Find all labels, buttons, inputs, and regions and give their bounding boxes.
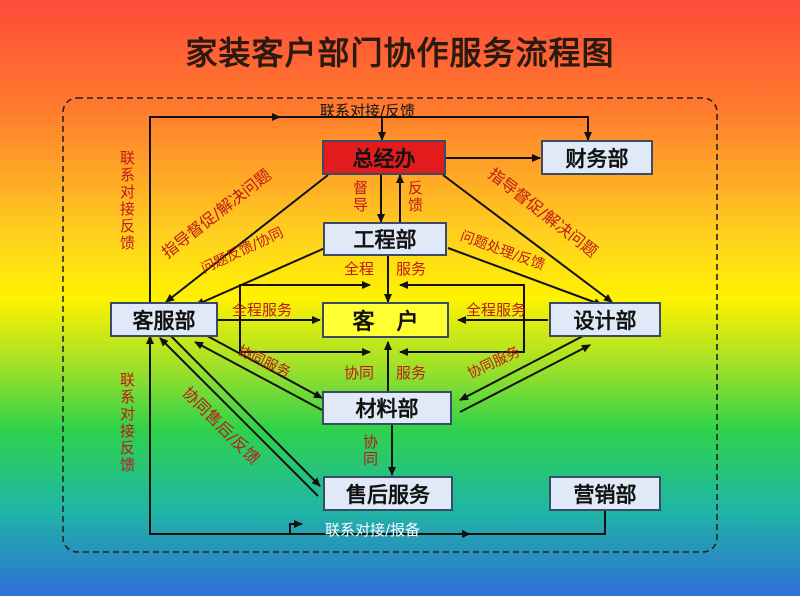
dashed-frame	[62, 97, 718, 553]
label-feedback: 反馈	[406, 180, 424, 214]
node-marketing: 营销部	[549, 476, 661, 511]
edge-service-to-materials	[199, 331, 323, 399]
edge-bottom-loop	[146, 335, 606, 535]
label-left-lower: 联系对接反馈	[118, 372, 136, 474]
edge-bottom-to-aftersales	[289, 520, 303, 534]
edge-top-line	[280, 116, 592, 141]
edge-service-customer-bottom	[239, 320, 371, 356]
edge-design-customer-bottom	[399, 320, 525, 356]
edge-engineering-to-design	[447, 247, 603, 306]
edge-service-to-top	[149, 113, 281, 305]
node-gm: 总经办	[322, 140, 446, 175]
edge-materials-to-service	[194, 341, 323, 411]
edge-service-customer-top	[239, 281, 371, 320]
edge-gm-to-design	[442, 174, 613, 303]
edge-engineering-to-service	[195, 247, 326, 306]
node-materials: 材料部	[322, 391, 452, 425]
edge-design-customer-top	[399, 281, 525, 320]
label-design-full: 全程服务	[466, 301, 527, 319]
node-engineering: 工程部	[323, 222, 447, 256]
node-aftersales: 售后服务	[323, 476, 453, 511]
label-coop-b: 服务	[396, 364, 427, 382]
edge-aftersales-to-service	[159, 337, 319, 497]
label-coop-a: 协同	[344, 364, 375, 382]
label-fullprocess-a: 全程	[344, 260, 375, 278]
edge-design-to-materials	[459, 334, 586, 401]
edge-gm-to-service	[165, 174, 329, 303]
edge-materials-to-design	[459, 344, 591, 413]
label-fullprocess-b: 服务	[396, 260, 427, 278]
label-top-link: 联系对接/反馈	[320, 102, 416, 120]
label-service-full: 全程服务	[232, 301, 293, 319]
node-service: 客服部	[110, 302, 218, 337]
label-coop-vert: 协同	[361, 434, 379, 468]
node-finance: 财务部	[541, 140, 653, 175]
label-supervise: 督导	[351, 180, 369, 214]
diagram-title: 家装客户部门协作服务流程图	[185, 34, 615, 72]
node-customer: 客 户	[322, 302, 449, 338]
node-design: 设计部	[549, 302, 661, 337]
label-bottom-link: 联系对接/报备	[325, 521, 421, 539]
edge-service-to-aftersales	[169, 334, 321, 487]
label-left-upper: 联系对接反馈	[118, 150, 136, 252]
